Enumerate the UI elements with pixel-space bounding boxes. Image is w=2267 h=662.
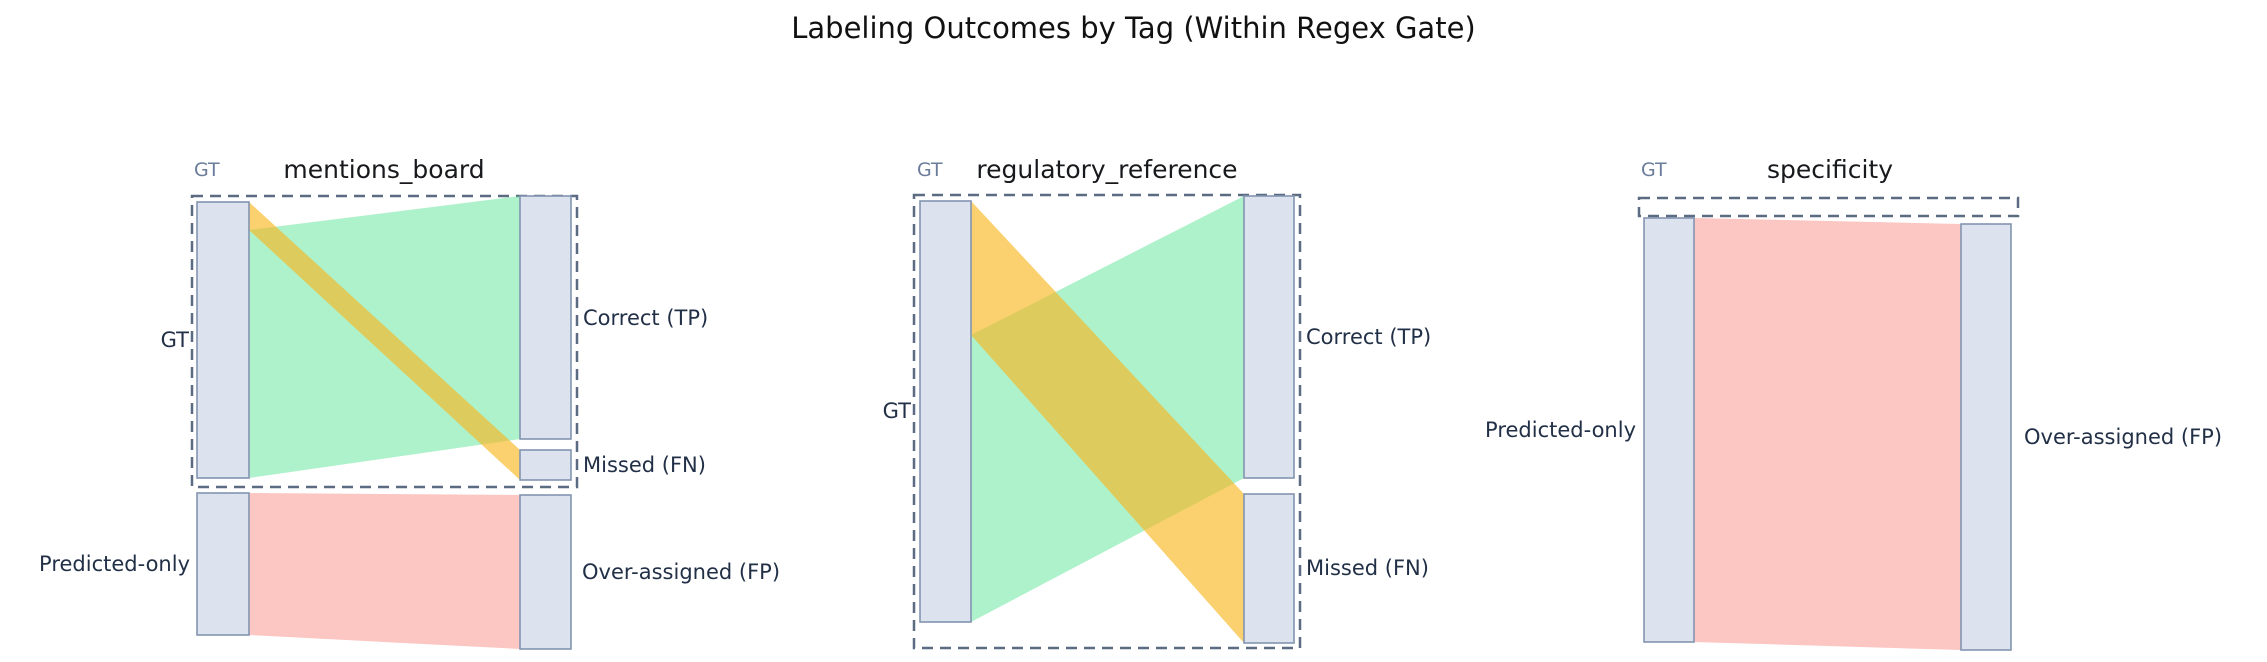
panel2-node-bar-1	[1243, 195, 1295, 479]
panel2-node-bar-0	[919, 200, 972, 623]
panel1-correct-tp-label: Correct (TP)	[583, 305, 709, 330]
panel3-over-assigned-fp-flow	[1694, 218, 1961, 650]
panel1-over-assigned-fp-flow	[249, 493, 520, 649]
panel1-node-bar-1	[519, 195, 572, 440]
panel3-gt-corner-label: GT	[1641, 159, 1667, 181]
panel2-missed-fn-flow	[971, 201, 1244, 643]
panel1-missed-fn-label: Missed (FN)	[583, 452, 706, 477]
panel2-gt-axis-label: GT	[882, 398, 911, 423]
panel2-node-bar-2	[1243, 493, 1295, 644]
panel2-correct-tp-label: Correct (TP)	[1306, 324, 1432, 349]
panel1-node-bar-3	[196, 492, 250, 636]
panel3-predicted-only-label: Predicted-only	[1485, 417, 1636, 442]
panel1-over-assigned-fp-label: Over-assigned (FP)	[582, 559, 781, 584]
panel1-gt-corner-label: GT	[194, 159, 220, 181]
panel3-gt-dashed-box	[1637, 196, 2020, 218]
panel3-title: specificity	[1766, 155, 1893, 184]
panel3-node-bar-1	[1960, 223, 2012, 651]
panel1-gt-axis-label: GT	[160, 327, 189, 352]
panel1-title: mentions_board	[283, 155, 485, 184]
panel1-node-bar-0	[196, 201, 250, 479]
panel1-missed-fn-flow	[249, 202, 520, 480]
panel2-gt-dashed-box	[912, 193, 1302, 650]
panel3-over-assigned-fp-label: Over-assigned (FP)	[2024, 424, 2223, 449]
panel1-node-bar-4	[519, 494, 572, 650]
panel1-predicted-only-label: Predicted-only	[39, 551, 190, 576]
panel3-node-bar-0	[1643, 217, 1695, 643]
panel2-gt-corner-label: GT	[917, 159, 943, 181]
panel1-gt-dashed-box	[190, 194, 579, 489]
panel2-missed-fn-label: Missed (FN)	[1306, 555, 1429, 580]
panel2-title: regulatory_reference	[976, 155, 1238, 184]
panel1-node-bar-2	[519, 449, 572, 481]
chart-title: Labeling Outcomes by Tag (Within Regex G…	[791, 11, 1476, 45]
